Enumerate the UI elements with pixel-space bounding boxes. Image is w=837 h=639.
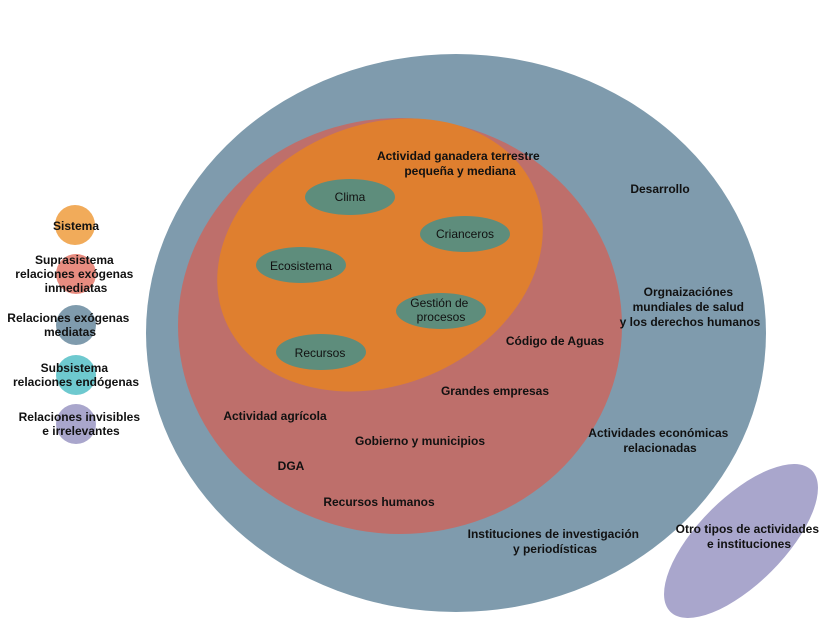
legend-label-mediatas: Relaciones exógenas mediatas — [7, 311, 132, 339]
subsistema-recursos-ellipse — [276, 334, 366, 370]
subsistema-label-gestion: Gestión de procesos — [410, 296, 471, 324]
legend: Sistema Suprasistema relaciones exógenas… — [7, 205, 144, 444]
mediatas-labels: Desarrollo Orgnaizaciónes mundiales de s… — [468, 182, 761, 556]
subsistema-label-recursos: Recursos — [295, 346, 346, 360]
legend-dot-mediatas — [56, 305, 96, 345]
legend-dot-inmediatas — [56, 254, 96, 294]
legend-label-sistema: Sistema — [53, 219, 99, 233]
subsistema-gestion-ellipse — [396, 293, 486, 329]
legend-label-inmediatas: Suprasistema relaciones exógenas inmedia… — [15, 253, 136, 295]
legend-dot-sistema — [55, 205, 95, 245]
label-desarrollo: Desarrollo — [630, 182, 689, 196]
inmediatas-labels: Código de Aguas Grandes empresas Activid… — [223, 334, 604, 509]
label-codigo-de-aguas: Código de Aguas — [506, 334, 605, 348]
label-actividades-economicas: Actividades económicas relacionadas — [588, 426, 731, 455]
label-actividad-agricola: Actividad agrícola — [223, 409, 327, 423]
legend-label-endogenas: Subsistema relaciones endógenas — [13, 361, 139, 389]
label-grandes-empresas: Grandes empresas — [441, 384, 549, 398]
subsistema-label-crianceros: Crianceros — [436, 227, 494, 241]
subsistema-label-clima: Clima — [335, 190, 366, 204]
subsistema-crianceros-ellipse — [420, 216, 510, 252]
subsystems — [256, 179, 510, 370]
label-recursos-humanos: Recursos humanos — [323, 495, 435, 509]
label-gobierno-municipios: Gobierno y municipios — [355, 434, 485, 448]
subsistema-ecosistema-ellipse — [256, 247, 346, 283]
legend-label-invisibles: Relaciones invisibles e irrelevantes — [19, 410, 144, 438]
label-instituciones-investigacion: Instituciones de investigación y periodí… — [468, 527, 643, 556]
subsistema-label-ecosistema: Ecosistema — [270, 259, 332, 273]
relaciones-invisibles-ellipse — [664, 464, 818, 618]
subsystem-labels: Clima Crianceros Ecosistema Gestión de p… — [270, 190, 494, 360]
label-organizaciones-mundiales: Orgnaizaciónes mundiales de salud y los … — [620, 285, 761, 329]
subsistema-clima-ellipse — [305, 179, 395, 215]
legend-dot-endogenas — [56, 355, 96, 395]
label-otro-tipos: Otro tipos de actividades e institucione… — [676, 522, 823, 551]
label-dga: DGA — [278, 459, 305, 473]
legend-dot-invisibles — [56, 404, 96, 444]
sistema-title: Actividad ganadera terrestre pequeña y m… — [377, 149, 543, 178]
